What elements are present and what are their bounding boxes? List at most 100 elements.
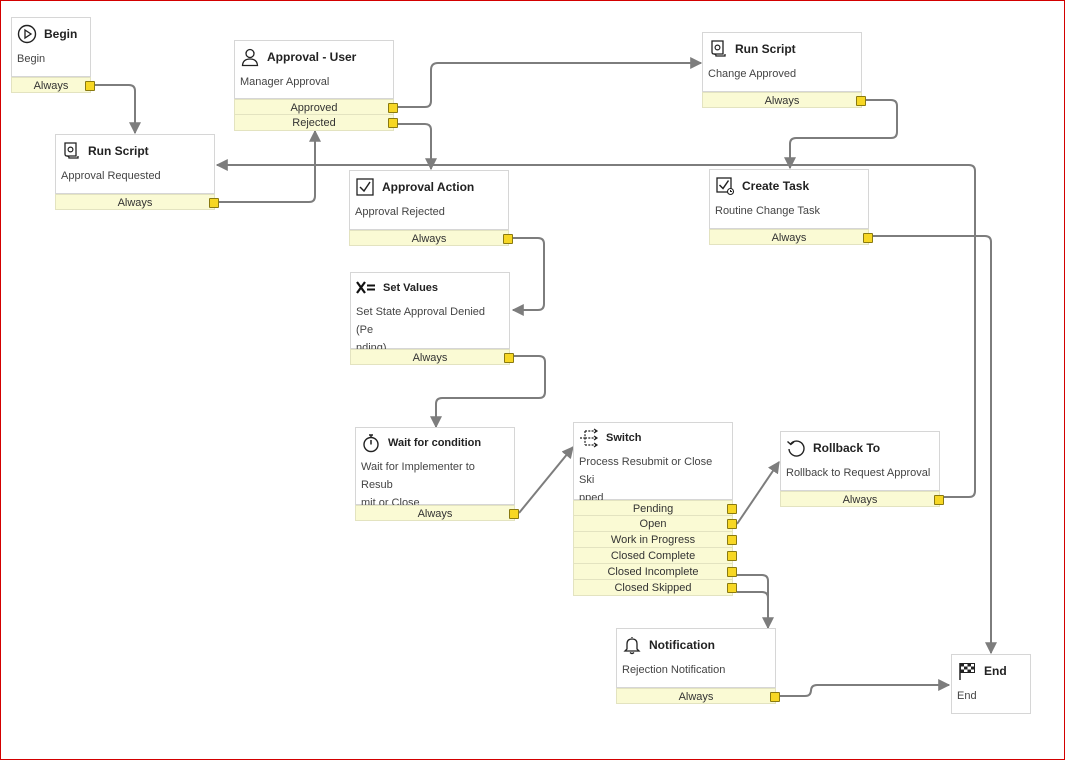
approval-action-node[interactable]: Approval Action Approval Rejected Always: [349, 170, 513, 246]
wait-for-condition-node[interactable]: Wait for condition Wait for Implementer …: [355, 427, 519, 521]
node-description: Approval Requested: [61, 170, 161, 182]
script-icon: [708, 39, 728, 59]
exit-label: Work in Progress: [610, 534, 696, 546]
connector-closedincomplete-to-notification[interactable]: [737, 574, 774, 630]
exit-always[interactable]: Always: [616, 688, 780, 704]
approval-user-node[interactable]: Approval - User Manager Approval Approve…: [234, 40, 398, 131]
exit-port[interactable]: [503, 234, 513, 244]
node-description: Begin: [17, 53, 46, 65]
exit-always[interactable]: Always: [780, 491, 944, 507]
exit-port[interactable]: [85, 81, 95, 91]
exit-port[interactable]: [388, 118, 398, 128]
exit-always[interactable]: Always: [702, 92, 866, 108]
exit-port[interactable]: [727, 567, 737, 577]
node-title: Wait for condition: [388, 437, 482, 449]
play-circle-icon: [17, 24, 37, 44]
node-description: Set State Approval Denied (Pe: [356, 306, 486, 336]
exit-label: Always: [411, 233, 447, 245]
stopwatch-icon: [361, 433, 381, 453]
exit-pending[interactable]: Pending: [573, 500, 737, 516]
exit-port[interactable]: [770, 692, 780, 702]
exit-label: Always: [678, 691, 714, 703]
exit-approved[interactable]: Approved: [234, 99, 398, 115]
bell-icon: [622, 635, 642, 655]
run-script-node-change-approved[interactable]: Run Script Change Approved Always: [702, 32, 866, 108]
exit-always[interactable]: Always: [55, 194, 219, 210]
node-title: Approval - User: [267, 50, 357, 64]
end-node[interactable]: End End: [951, 654, 1031, 714]
node-title: Run Script: [735, 42, 796, 56]
connector-approvalaction-to-setvalues[interactable]: [511, 237, 545, 316]
connector-notification-to-end[interactable]: [779, 679, 951, 697]
user-icon: [240, 47, 260, 67]
exit-open[interactable]: Open: [573, 516, 737, 532]
connector-open-to-rollback[interactable]: [736, 461, 780, 525]
exit-always[interactable]: Always: [350, 349, 514, 365]
connector-runscript-to-approval[interactable]: [219, 129, 321, 203]
switch-icon: [579, 428, 599, 448]
node-title: Set Values: [383, 282, 439, 294]
exit-label: Approved: [290, 102, 338, 114]
checkered-flag-icon: [957, 661, 977, 681]
exit-port[interactable]: [727, 535, 737, 545]
exit-work-in-progress[interactable]: Work in Progress: [573, 532, 737, 548]
connector-begin-to-runscript[interactable]: [93, 84, 141, 135]
exit-port[interactable]: [727, 504, 737, 514]
exit-closed-skipped[interactable]: Closed Skipped: [573, 580, 737, 596]
exit-port[interactable]: [727, 583, 737, 593]
node-title: Create Task: [742, 179, 810, 193]
exit-port[interactable]: [504, 353, 514, 363]
node-description: Routine Change Task: [715, 205, 820, 217]
exit-port[interactable]: [856, 96, 866, 106]
connector-rejected-to-approvalaction[interactable]: [398, 123, 437, 171]
rollback-to-node[interactable]: Rollback To Rollback to Request Approval…: [780, 431, 944, 507]
exit-label: Always: [764, 95, 800, 107]
exit-label: Pending: [632, 503, 674, 515]
exit-label: Open: [639, 518, 667, 530]
create-task-node[interactable]: Create Task Routine Change Task Always: [709, 169, 873, 245]
connector-wait-to-switch[interactable]: [518, 446, 574, 514]
exit-closed-complete[interactable]: Closed Complete: [573, 548, 737, 564]
exit-label: Always: [33, 80, 69, 92]
node-title: Rollback To: [813, 441, 881, 455]
exit-port[interactable]: [727, 551, 737, 561]
set-values-node[interactable]: Set Values Set State Approval Denied (Pe…: [350, 272, 514, 365]
exit-port[interactable]: [727, 519, 737, 529]
exit-always[interactable]: Always: [709, 229, 873, 245]
exit-rejected[interactable]: Rejected: [234, 115, 398, 131]
exit-port[interactable]: [934, 495, 944, 505]
node-title: Begin: [44, 27, 78, 41]
node-description: Rejection Notification: [622, 664, 726, 676]
begin-node[interactable]: Begin Begin Always: [11, 17, 95, 93]
exit-port[interactable]: [209, 198, 219, 208]
node-title: Approval Action: [382, 180, 475, 194]
exit-label: Always: [842, 494, 878, 506]
connector-closedskipped-to-notification[interactable]: [737, 591, 769, 611]
exit-port[interactable]: [388, 103, 398, 113]
exit-port[interactable]: [863, 233, 873, 243]
node-description: End: [957, 690, 977, 702]
script-icon: [61, 141, 81, 161]
notification-node[interactable]: Notification Rejection Notification Alwa…: [616, 628, 780, 704]
exit-always[interactable]: Always: [349, 230, 513, 246]
node-title: Notification: [649, 638, 715, 652]
checkbox-icon: [355, 177, 375, 197]
node-description: Wait for Implementer to Resub: [361, 461, 475, 491]
node-title: End: [984, 664, 1007, 678]
connector-runscript2-to-createtask[interactable]: [784, 99, 898, 170]
rollback-icon: [786, 438, 806, 458]
node-description: Manager Approval: [240, 76, 330, 88]
x-equals-icon: [356, 278, 376, 298]
exit-port[interactable]: [509, 509, 519, 519]
connector-setvalues-to-wait[interactable]: [430, 355, 546, 429]
exit-always[interactable]: Always: [11, 77, 95, 93]
switch-node[interactable]: Switch Process Resubmit or Close Ski ppe…: [573, 422, 737, 596]
exit-always[interactable]: Always: [355, 505, 519, 521]
run-script-node-approval-requested[interactable]: Run Script Approval Requested Always: [55, 134, 219, 210]
exit-closed-incomplete[interactable]: Closed Incomplete: [573, 564, 737, 580]
exit-label: Closed Complete: [610, 550, 696, 562]
exit-label: Closed Incomplete: [607, 566, 699, 578]
connector-approved-to-runscript2[interactable]: [398, 57, 703, 108]
